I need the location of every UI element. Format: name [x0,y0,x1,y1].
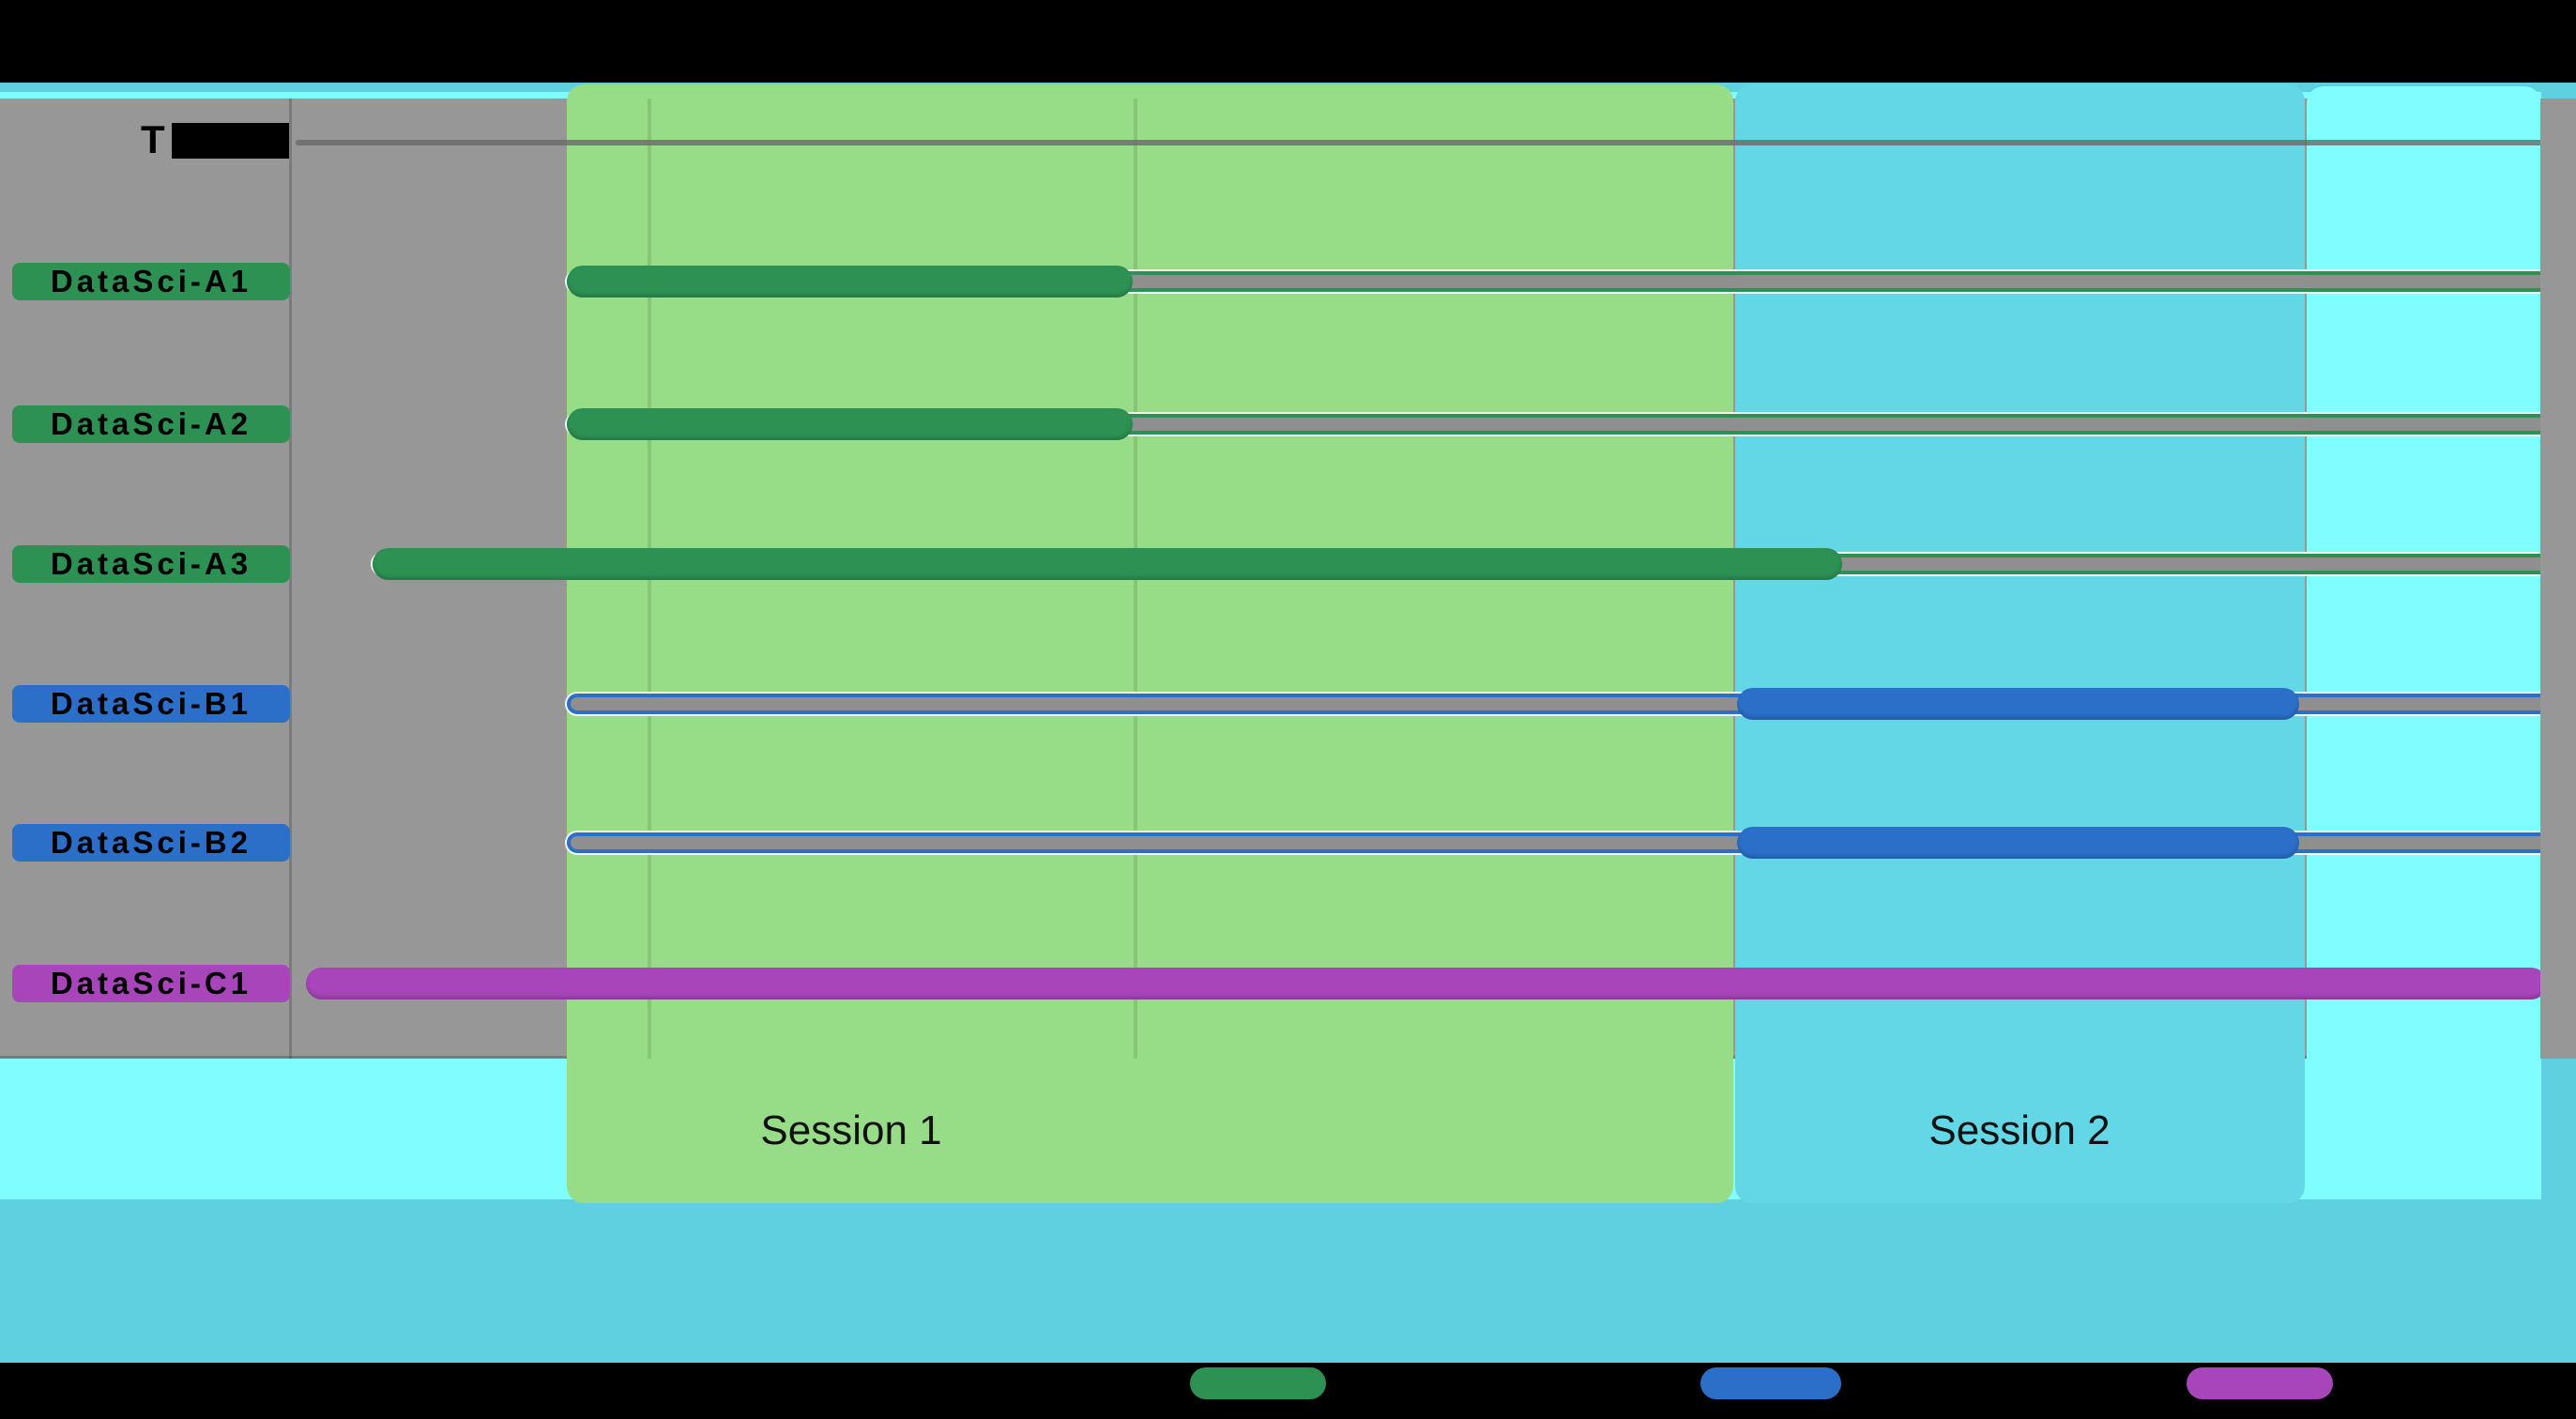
right-margin-strip [2540,99,2576,1059]
legend-chip-1[interactable] [1190,1367,1326,1399]
y-axis-label-chip: DataSci-B1 [12,685,290,723]
legend-chip-2[interactable] [1700,1367,1841,1399]
session-1-label: Session 1 [760,1107,942,1153]
axis-header-label: T [141,117,165,161]
y-axis-label-chip: DataSci-A3 [12,545,290,583]
task-bar [567,266,1133,298]
y-axis-label-chip: DataSci-A2 [12,405,290,443]
session-region-2 [1735,84,2305,1203]
task-rail [296,140,2576,145]
task-bar [306,968,2547,999]
task-bar [567,408,1133,440]
y-axis-label-chip: DataSci-C1 [12,965,290,1002]
legend-chip-3[interactable] [2187,1367,2333,1399]
task-bar [1737,688,2299,720]
session-region-1 [567,84,1733,1203]
axis-header-redaction-box [172,123,289,159]
session-2-label: Session 2 [1928,1107,2111,1153]
y-axis-label-chip: DataSci-A1 [12,263,290,300]
session-region-3 [2307,86,2541,1198]
y-axis-label-chip: DataSci-B2 [12,824,290,862]
task-bar [373,548,1842,580]
task-bar [1737,827,2299,859]
y-axis-line [289,99,292,1059]
